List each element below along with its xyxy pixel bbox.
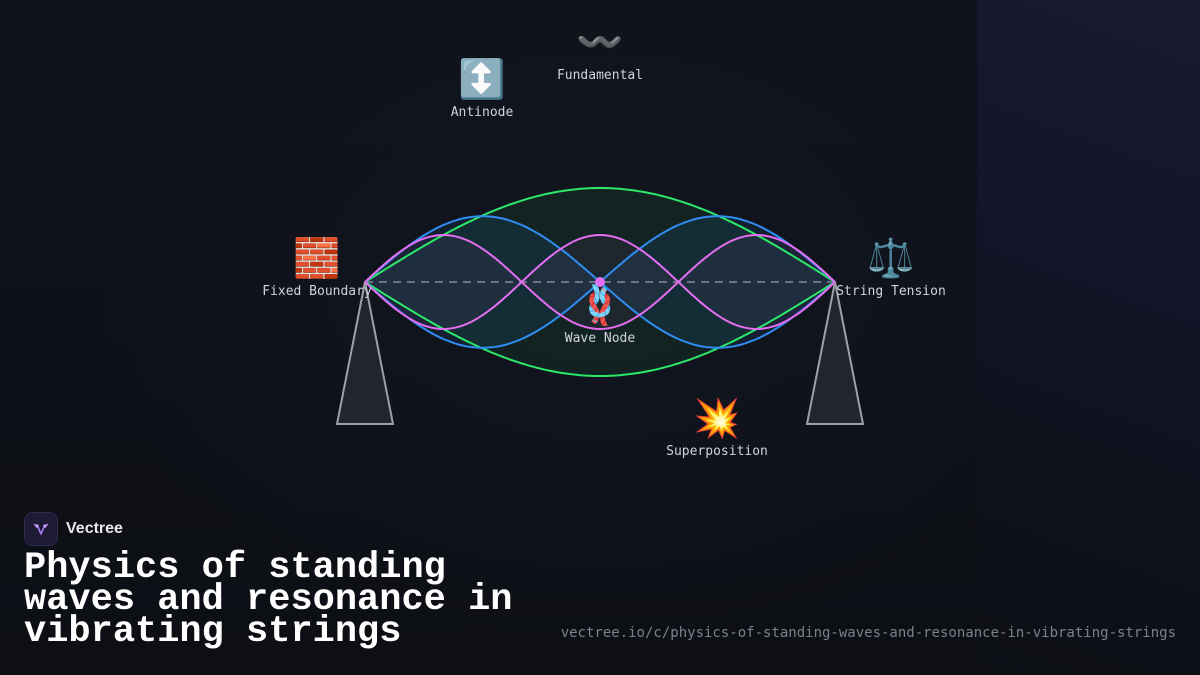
- left-string-support: [335, 281, 395, 425]
- brand: Vectree: [24, 512, 123, 546]
- brand-name: Vectree: [66, 520, 123, 537]
- up-down-arrow-icon: ↕️: [458, 57, 506, 101]
- page-title: Physics of standing waves and resonance …: [24, 547, 513, 653]
- concept-fundamental-label: Fundamental: [556, 68, 644, 83]
- brick-wall-icon: 🧱: [293, 236, 341, 280]
- concept-string-tension-label: String Tension: [836, 284, 946, 299]
- collision-icon: 💥: [693, 396, 741, 440]
- third-harmonic-lower-curve: [364, 233, 836, 331]
- vectree-logo-icon: [24, 512, 58, 546]
- third-harmonic-upper-curve: [364, 233, 836, 331]
- right-string-support: [805, 281, 865, 425]
- concept-superposition: 💥 Superposition: [666, 396, 768, 459]
- wavy-dash-icon: 〰️: [576, 20, 624, 64]
- concept-string-tension: ⚖️ String Tension: [836, 236, 946, 299]
- concept-wave-node-label: Wave Node: [564, 331, 636, 346]
- concept-antinode-label: Antinode: [450, 105, 514, 120]
- page-url: vectree.io/c/physics-of-standing-waves-a…: [560, 625, 1176, 641]
- side-gradient-panel: [977, 0, 1200, 675]
- concept-wave-node: 🪢 Wave Node: [565, 283, 635, 346]
- concept-fixed-boundary-label: Fixed Boundary: [262, 284, 372, 299]
- concept-antinode: ↕️ Antinode: [451, 57, 514, 120]
- knot-icon: 🪢: [576, 283, 624, 327]
- concept-superposition-label: Superposition: [666, 444, 768, 459]
- balance-scale-icon: ⚖️: [867, 236, 915, 280]
- concept-fundamental: 〰️ Fundamental: [557, 20, 643, 83]
- concept-fixed-boundary: 🧱 Fixed Boundary: [262, 236, 372, 299]
- center-node-dot: [595, 277, 605, 287]
